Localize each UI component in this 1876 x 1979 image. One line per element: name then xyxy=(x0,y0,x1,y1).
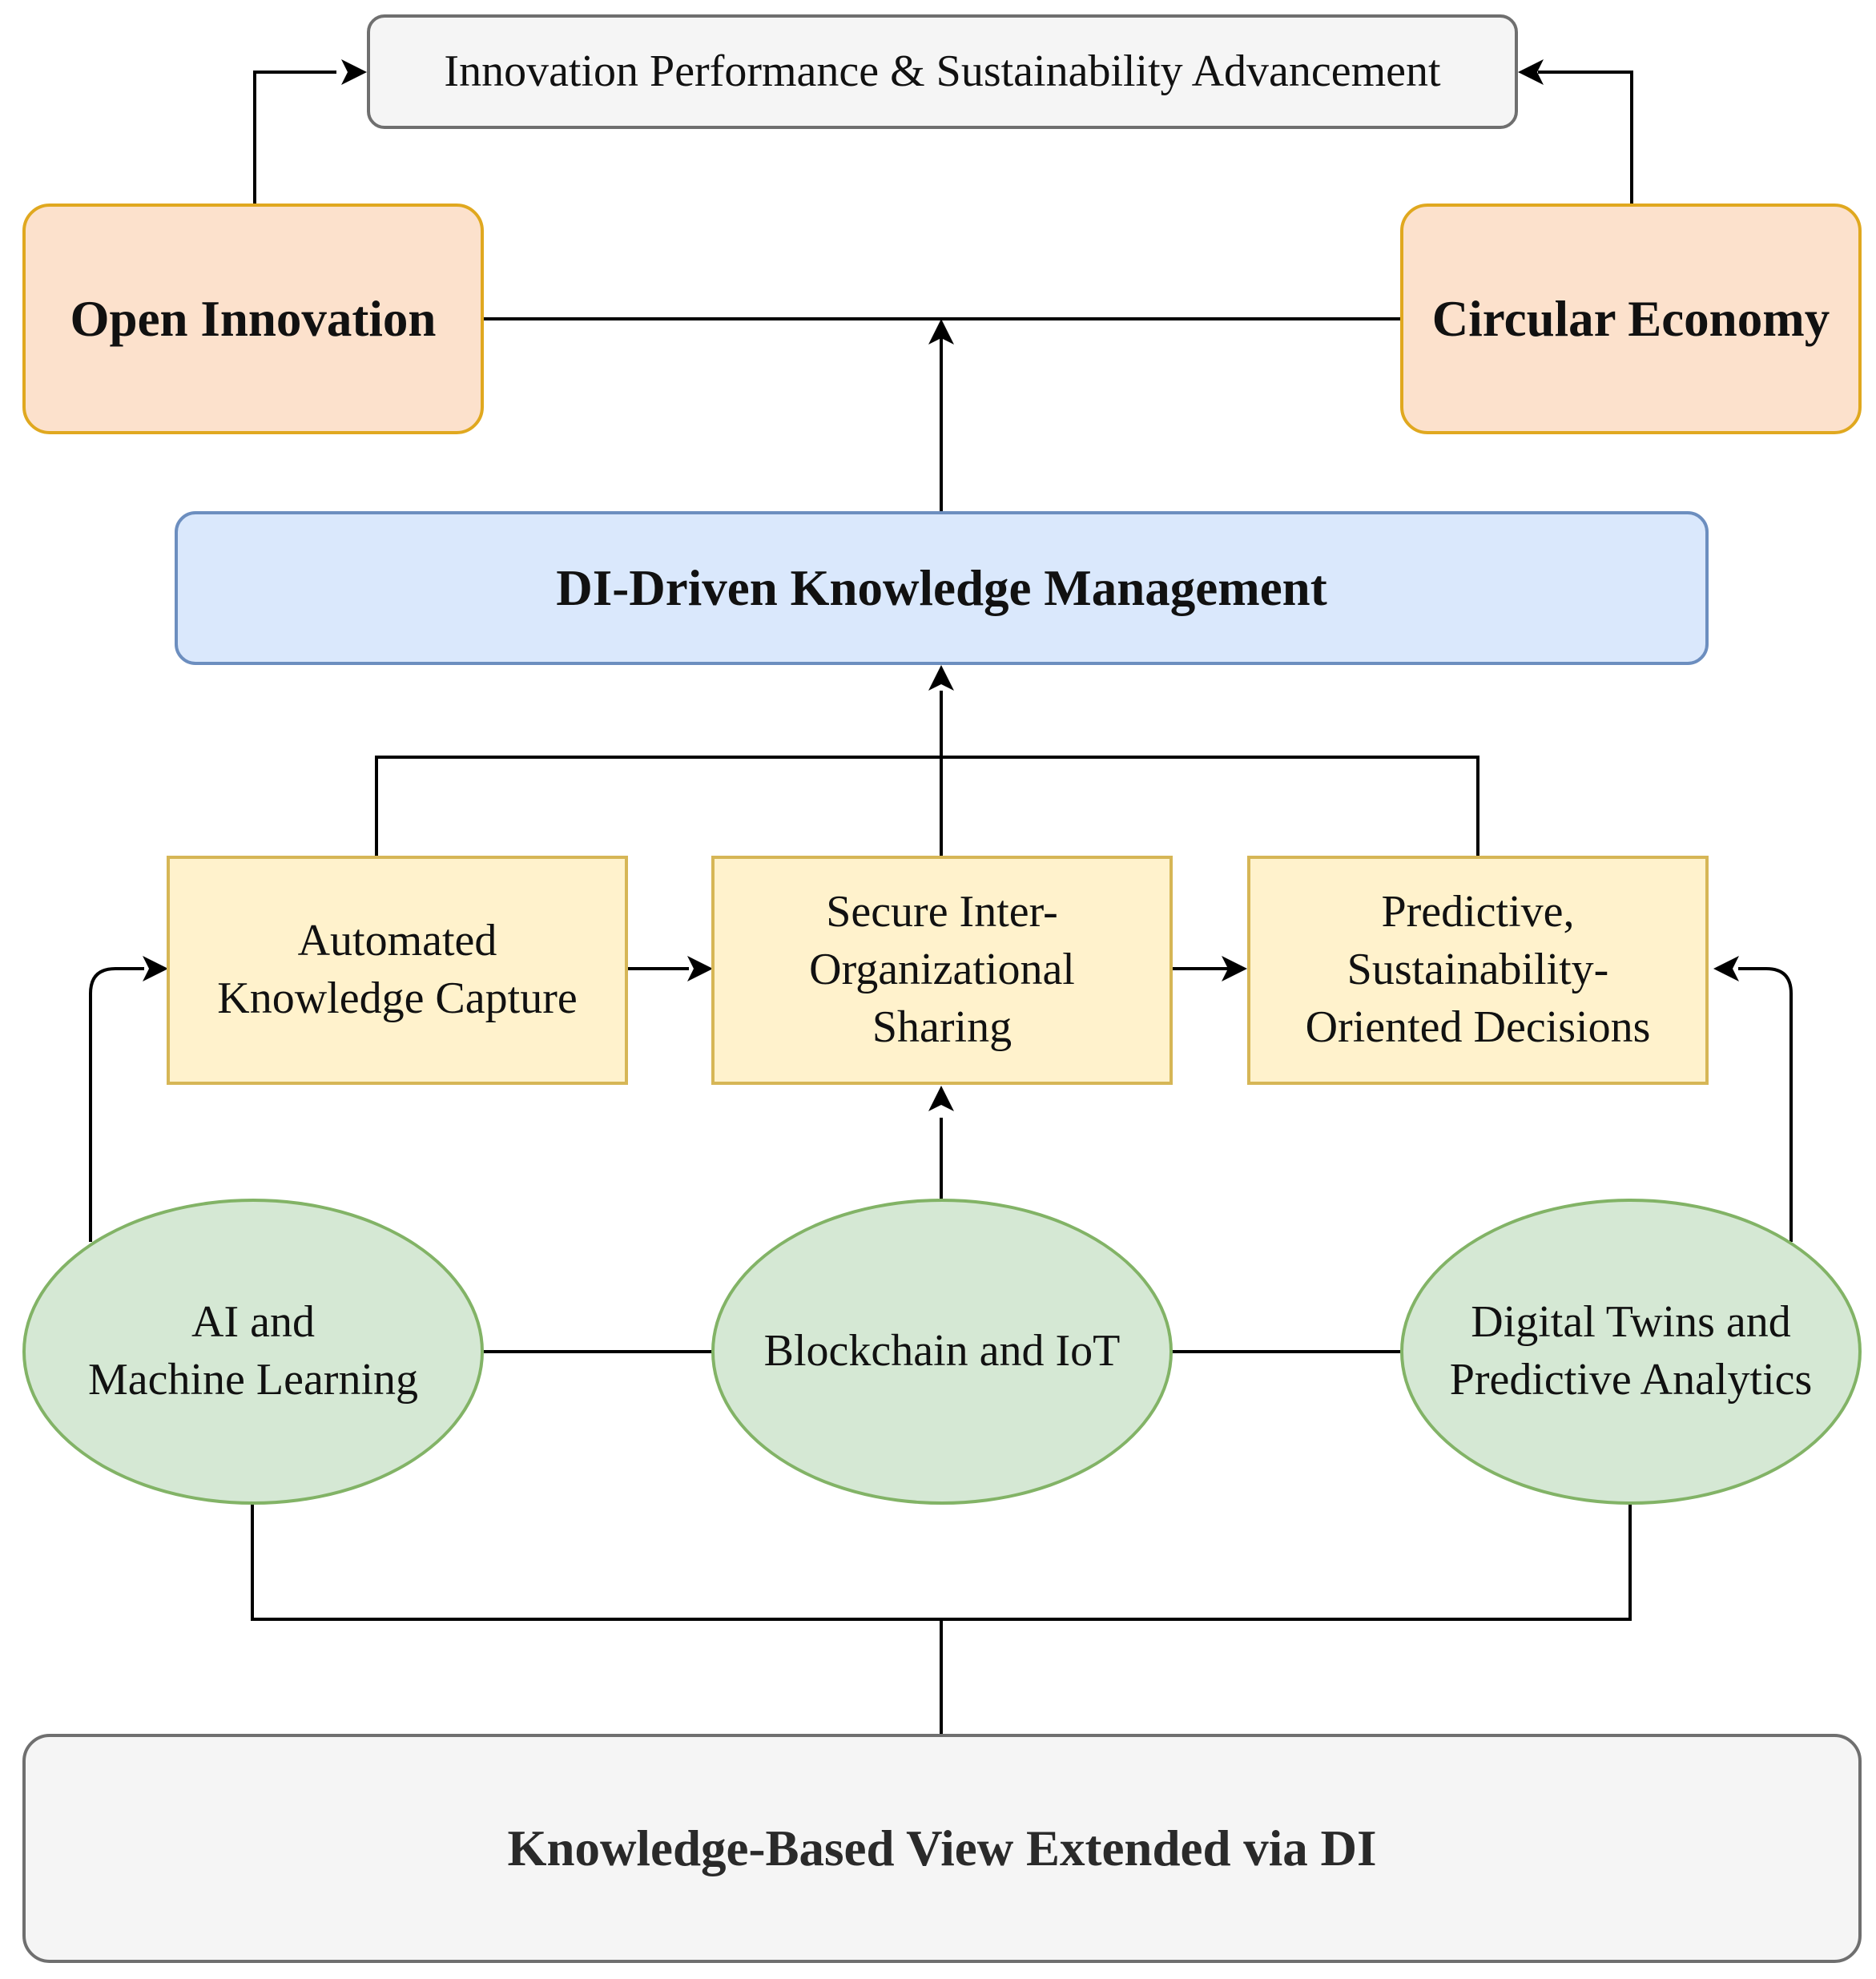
knowledge-capture-box: Automated Knowledge Capture xyxy=(167,856,628,1085)
connector-ai-capture xyxy=(89,967,144,1242)
connector-process-bus xyxy=(375,691,1479,856)
connector-foundation-bus xyxy=(251,1505,1632,1734)
inter-org-sharing-label: Secure Inter- Organizational Sharing xyxy=(809,887,1075,1052)
arrowhead-outcome-left xyxy=(341,59,367,85)
foundation-box: Knowledge-Based View Extended via DI xyxy=(22,1734,1862,1963)
circular-economy-box: Circular Economy xyxy=(1400,204,1862,434)
predictive-decisions-label: Predictive, Sustainability- Oriented Dec… xyxy=(1305,887,1651,1052)
connector-oi-outcome xyxy=(253,71,336,204)
arrowhead-tier xyxy=(928,319,954,345)
knowledge-management-box: DI-Driven Knowledge Management xyxy=(175,511,1709,665)
arrowhead-outcome-right xyxy=(1518,59,1544,85)
open-innovation-label: Open Innovation xyxy=(70,290,437,347)
outcome-box: Innovation Performance & Sustainability … xyxy=(367,14,1518,129)
open-innovation-box: Open Innovation xyxy=(22,204,484,434)
ai-ml-ellipse: AI and Machine Learning xyxy=(22,1199,484,1505)
arrowhead-km xyxy=(928,665,954,691)
circular-economy-label: Circular Economy xyxy=(1431,290,1830,347)
connector-ce-outcome xyxy=(1538,71,1633,204)
predictive-decisions-box: Predictive, Sustainability- Oriented Dec… xyxy=(1247,856,1709,1085)
digital-twins-ellipse: Digital Twins and Predictive Analytics xyxy=(1400,1199,1862,1505)
blockchain-iot-ellipse: Blockchain and IoT xyxy=(711,1199,1173,1505)
arrowhead-sharing-from-blockchain xyxy=(928,1086,954,1111)
outcome-label: Innovation Performance & Sustainability … xyxy=(444,46,1441,96)
arrowhead-decisions xyxy=(1713,956,1739,981)
connector-twins-decisions xyxy=(1738,967,1793,1242)
digital-twins-label: Digital Twins and Predictive Analytics xyxy=(1449,1297,1813,1405)
arrowhead-decisions-from-sharing xyxy=(1222,956,1247,981)
foundation-label: Knowledge-Based View Extended via DI xyxy=(507,1820,1377,1876)
ai-ml-label: AI and Machine Learning xyxy=(87,1297,419,1405)
knowledge-management-label: DI-Driven Knowledge Management xyxy=(556,559,1327,616)
blockchain-iot-label: Blockchain and IoT xyxy=(763,1326,1121,1376)
knowledge-capture-label: Automated Knowledge Capture xyxy=(217,916,578,1023)
arrowhead-sharing-from-capture xyxy=(687,956,713,981)
inter-org-sharing-box: Secure Inter- Organizational Sharing xyxy=(711,856,1173,1085)
arrowhead-capture xyxy=(143,956,168,981)
